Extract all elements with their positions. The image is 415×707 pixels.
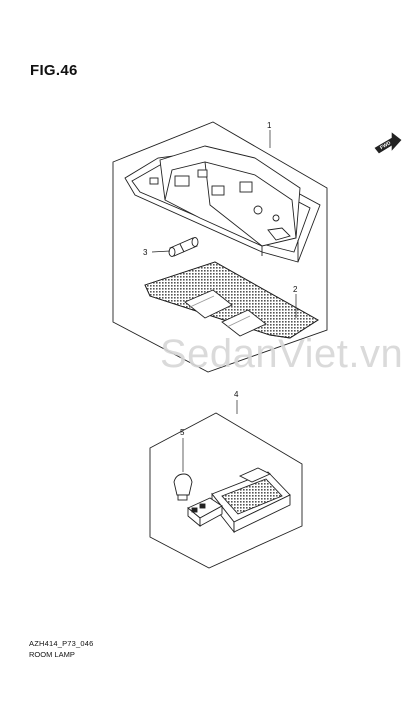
forward-arrow-icon <box>374 132 402 154</box>
figure-code: AZH414_P73_046 <box>29 639 94 648</box>
callout-3: 3 <box>143 248 148 257</box>
assembly-frame-1 <box>112 121 328 373</box>
room-lamp-housing <box>124 145 321 263</box>
festoon-bulb <box>168 237 199 257</box>
lamp-lens <box>144 261 319 339</box>
map-lamp-unit <box>187 467 291 534</box>
fwd-label: FWD <box>379 140 392 151</box>
callout-5: 5 <box>180 428 185 437</box>
callout-4: 4 <box>234 390 239 399</box>
watermark: SedanViet.vn <box>160 332 404 376</box>
callout-2: 2 <box>293 285 298 294</box>
figure-title: FIG.46 <box>30 62 78 79</box>
figure-name: ROOM LAMP <box>29 650 75 659</box>
callout-1: 1 <box>267 121 272 130</box>
wedge-bulb <box>173 473 193 501</box>
assembly-frame-4 <box>149 412 303 569</box>
